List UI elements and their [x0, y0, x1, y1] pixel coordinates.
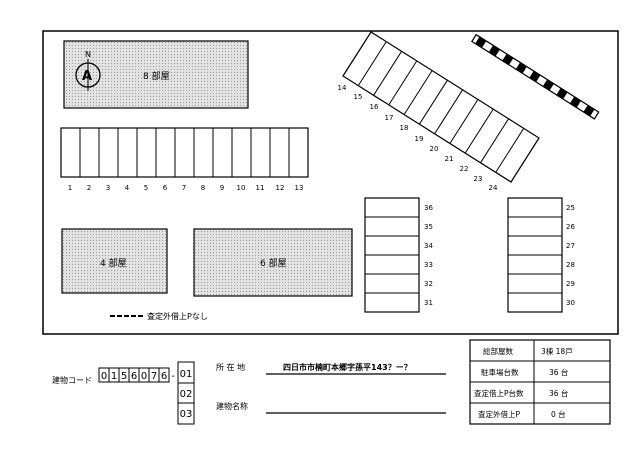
- parking-column-25-30: [507, 197, 563, 313]
- summary-value-assessed-parking: 36 台: [549, 388, 568, 398]
- summary-label-non-assessed-parking: 査定外借上P: [478, 409, 520, 419]
- space-label-31: 31: [424, 299, 433, 307]
- space-label-27: 27: [566, 242, 575, 250]
- building-4-rooms: [61, 228, 168, 294]
- summary-table: [469, 339, 611, 425]
- space-label-7: 7: [182, 184, 186, 192]
- building-8-label: 8 部屋: [143, 70, 170, 82]
- building-suffix-01: 01: [180, 369, 193, 380]
- parking-column-31-36: [364, 197, 420, 313]
- space-label-8: 8: [201, 184, 205, 192]
- space-label-28: 28: [566, 261, 575, 269]
- parking-row-1-13: [60, 127, 309, 178]
- space-label-12: 12: [276, 184, 285, 192]
- building-4-label: 4 部屋: [100, 257, 127, 269]
- space-label-4: 4: [125, 184, 130, 192]
- space-label-23: 23: [474, 175, 483, 183]
- building-8-rooms: [63, 40, 249, 109]
- space-label-2: 2: [87, 184, 91, 192]
- railway-track: [471, 33, 600, 120]
- legend-text: 査定外借上Pなし: [147, 311, 208, 321]
- building-code-boxes: 0 1 5 6 0 7 6 - 01 02 03: [98, 361, 195, 425]
- space-label-25: 25: [566, 204, 575, 212]
- space-label-6: 6: [163, 184, 168, 192]
- building-code-label: 建物コード: [52, 375, 92, 385]
- space-label-21: 21: [445, 155, 454, 163]
- space-label-36: 36: [424, 204, 433, 212]
- code-dash: -: [171, 371, 175, 382]
- building-name-label: 建物名称: [216, 401, 248, 411]
- space-label-11: 11: [256, 184, 265, 192]
- summary-value-parking: 36 台: [549, 367, 568, 377]
- space-label-22: 22: [460, 165, 469, 173]
- summary-label-total-rooms: 総部屋数: [483, 346, 513, 356]
- building-suffix-02: 02: [180, 389, 193, 400]
- space-label-5: 5: [144, 184, 148, 192]
- space-label-26: 26: [566, 223, 575, 231]
- space-label-15: 15: [354, 93, 363, 101]
- space-label-3: 3: [106, 184, 110, 192]
- code-digit-2: 1: [111, 371, 117, 382]
- space-label-14: 14: [338, 84, 347, 92]
- building-suffix-03: 03: [180, 409, 193, 420]
- space-label-33: 33: [424, 261, 433, 269]
- site-boundary: [42, 30, 619, 335]
- summary-value-non-assessed-parking: 0 台: [551, 409, 566, 419]
- north-letter: A: [82, 69, 92, 84]
- space-label-19: 19: [415, 135, 424, 143]
- parking-row-14-24: [342, 31, 540, 183]
- summary-label-assessed-parking: 査定借上P台数: [474, 388, 524, 398]
- address-value: 四日市市楠町本郷字孫平143？ー？: [283, 362, 412, 372]
- space-label-35: 35: [424, 223, 433, 231]
- building-6-rooms: [193, 228, 353, 297]
- space-label-18: 18: [400, 124, 409, 132]
- code-digit-1: 0: [101, 371, 107, 382]
- space-label-30: 30: [566, 299, 575, 307]
- space-label-24: 24: [489, 184, 498, 192]
- space-label-32: 32: [424, 280, 433, 288]
- space-label-1: 1: [68, 184, 72, 192]
- space-label-16: 16: [370, 103, 379, 111]
- code-digit-7: 6: [161, 371, 167, 382]
- space-label-13: 13: [295, 184, 304, 192]
- code-digit-3: 5: [121, 371, 127, 382]
- space-label-20: 20: [430, 145, 439, 153]
- space-label-10: 10: [237, 184, 246, 192]
- north-label: N: [85, 50, 91, 59]
- space-label-29: 29: [566, 280, 575, 288]
- north-compass-icon: N A: [75, 50, 101, 91]
- code-digit-4: 6: [131, 371, 137, 382]
- space-label-34: 34: [424, 242, 433, 250]
- summary-value-total-rooms: 3棟 18戸: [541, 346, 573, 356]
- code-digit-5: 0: [141, 371, 147, 382]
- space-label-17: 17: [385, 114, 394, 122]
- address-label: 所 在 地: [216, 362, 245, 372]
- code-digit-6: 7: [151, 371, 157, 382]
- space-label-9: 9: [220, 184, 224, 192]
- summary-label-parking: 駐車場台数: [481, 367, 519, 377]
- building-6-label: 6 部屋: [260, 257, 287, 269]
